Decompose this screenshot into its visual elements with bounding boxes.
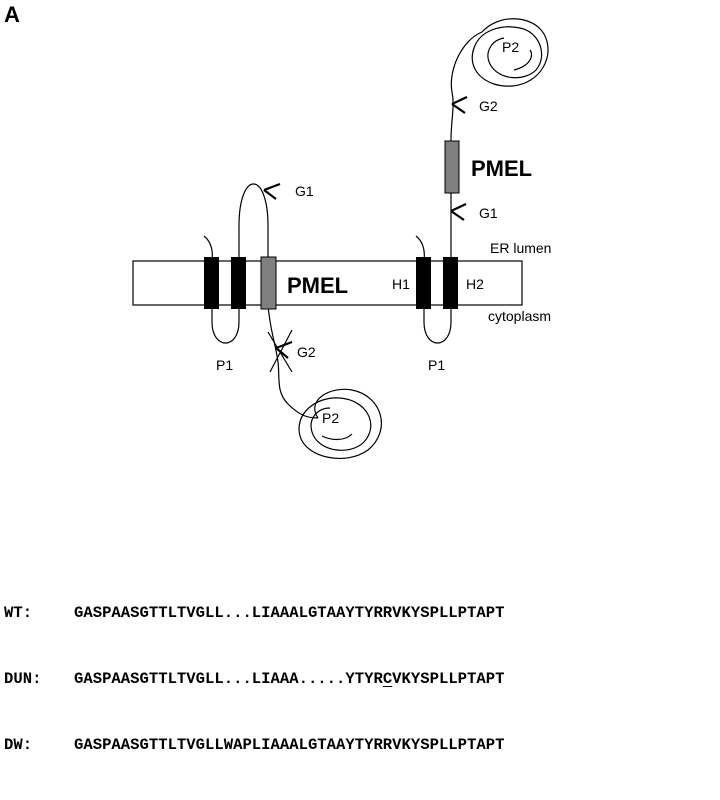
- pmel-label-right: PMEL: [471, 156, 532, 181]
- h2-label: H2: [466, 276, 484, 292]
- cytoplasm-label: cytoplasm: [488, 308, 551, 324]
- h1-label: H1: [392, 276, 410, 292]
- p1-label-left: P1: [216, 357, 233, 373]
- er-lumen-label: ER lumen: [490, 240, 551, 256]
- p1-loop-left: [211, 305, 240, 344]
- g2-label-left: G2: [297, 344, 316, 360]
- figure-panel-a: A: [4, 2, 551, 754]
- p1-loop-right: [423, 305, 452, 344]
- p2-spiral-bottom: [298, 388, 382, 459]
- sequence-residues: GASPAASGTTLTVGLLWAPLIAAALGTAAYTYRRVKYSPL…: [74, 736, 505, 754]
- right-tail: [450, 31, 483, 261]
- p2-label-bottom: P2: [322, 410, 339, 426]
- sequence-name: DW:: [4, 736, 33, 754]
- sequence-name: WT:: [4, 604, 33, 622]
- glycan-g2-right: [451, 96, 468, 114]
- tm-segment-right-h1: [416, 257, 431, 309]
- tm-segment-left-2: [231, 257, 246, 309]
- glycan-g1-left: [263, 182, 281, 200]
- p2-label-top: P2: [502, 39, 519, 55]
- g1-label-left: G1: [295, 183, 314, 199]
- mutated-residue: C: [382, 670, 393, 688]
- pmel-segment-right: [444, 140, 460, 194]
- pmel-topology-diagram: PMEL PMEL G1 G2 G1 G2 P1 P1 P2 P2 H1 H2 …: [132, 18, 551, 459]
- tm-segment-right-h2: [443, 257, 458, 309]
- sequence-name: DUN:: [4, 670, 42, 688]
- panel-letter: A: [4, 2, 20, 27]
- tm-segment-left-1: [204, 257, 219, 309]
- g2-label-right: G2: [479, 98, 498, 114]
- sequence-row-wt: WT: GASPAASGTTLTVGLL...LIAAALGTAAYTYRRVKY…: [4, 602, 504, 624]
- left-tail: [267, 304, 319, 419]
- glycan-g1-right: [450, 203, 467, 221]
- sequence-row-dun: DUN: GASPAASGTTLTVGLL...LIAAA.....YTYRCVK…: [4, 668, 504, 690]
- sequence-residues: GASPAASGTTLTVGLL...LIAAALGTAAYTYRRVKYSPL…: [74, 604, 505, 622]
- p1-label-right: P1: [428, 357, 445, 373]
- glycan-g2-cross: [267, 329, 293, 373]
- g1-label-right: G1: [479, 205, 498, 221]
- pmel-label-left: PMEL: [287, 273, 348, 298]
- sequence-alignment: WT: GASPAASGTTLTVGLL...LIAAALGTAAYTYRRVKY…: [4, 558, 504, 800]
- p2-spiral-top: [471, 18, 549, 87]
- sequence-residues: GASPAASGTTLTVGLL...LIAAA.....YTYR: [74, 670, 383, 688]
- sequence-residues-tail: VKYSPLLPTAPT: [392, 670, 505, 688]
- pmel-segment-left: [260, 256, 277, 310]
- g1-loop-left: [238, 183, 269, 261]
- sequence-row-dw: DW: GASPAASGTTLTVGLLWAPLIAAALGTAAYTYRRVKY…: [4, 734, 504, 756]
